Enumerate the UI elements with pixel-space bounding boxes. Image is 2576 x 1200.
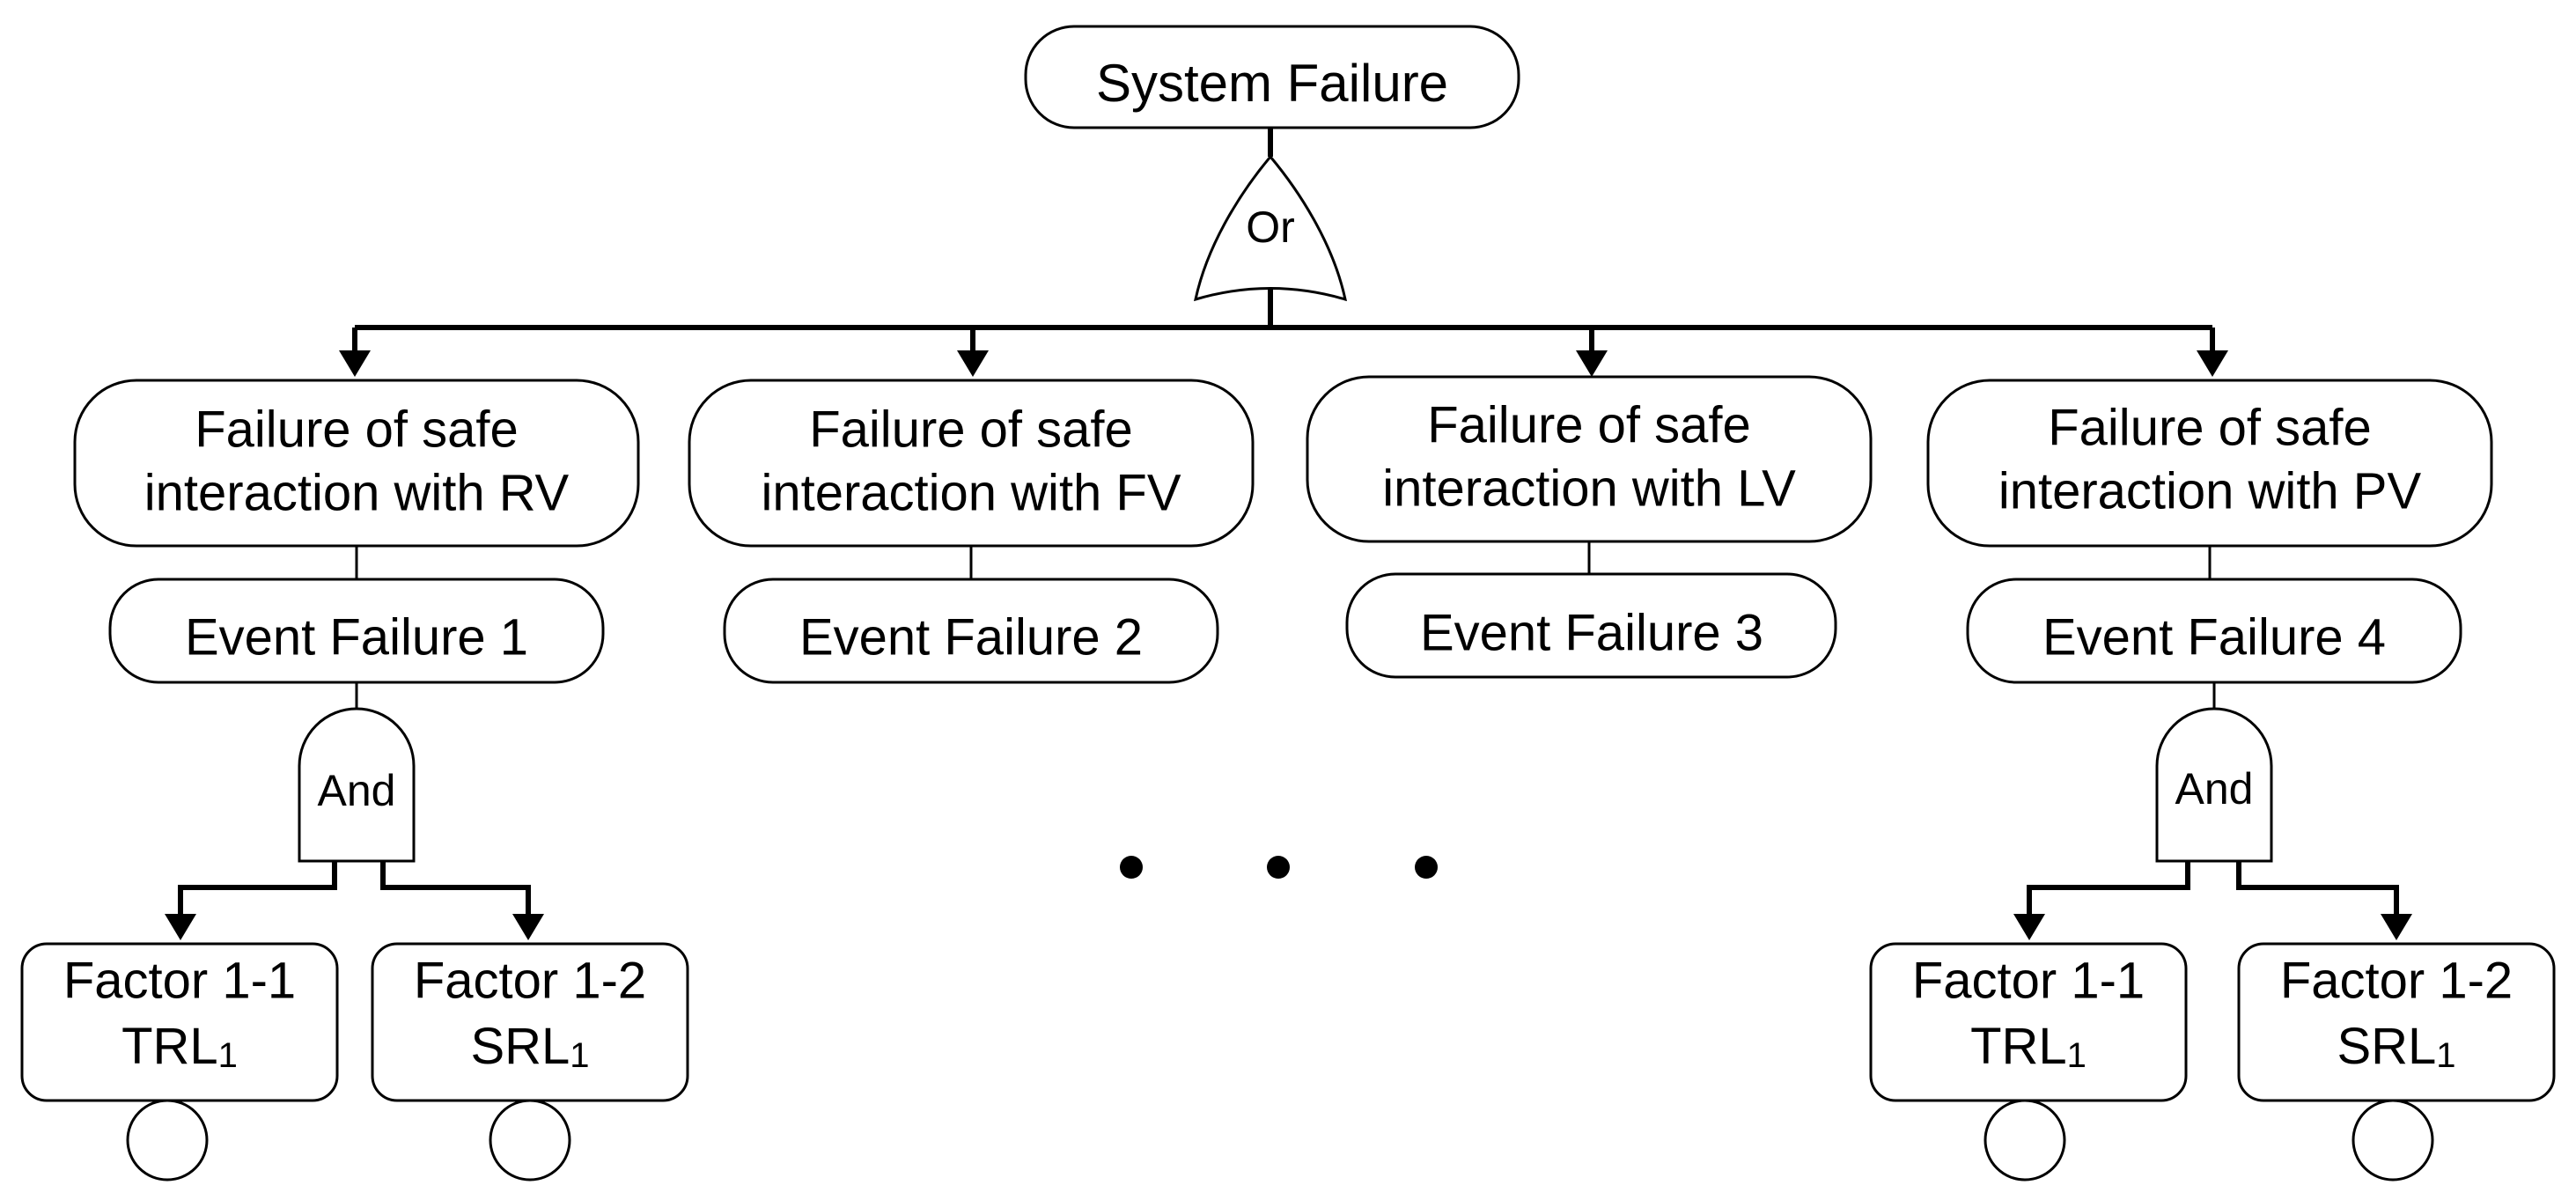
- arrowhead-1: [339, 350, 371, 377]
- connector-and2-right: [2236, 861, 2399, 916]
- or-gate-label: Or: [1246, 202, 1295, 252]
- factor-box-1: Factor 1-1 TRL1: [20, 942, 339, 1102]
- failure-box-line1: Failure of safe: [809, 401, 1133, 458]
- arrowhead-and2-right: [2381, 914, 2412, 940]
- failure-box-line2: interaction with PV: [1998, 462, 2422, 519]
- factor-name: Factor 1-1: [63, 952, 296, 1009]
- event-failure-4: Event Failure 4: [1966, 578, 2462, 684]
- factor-name: Factor 1-2: [414, 952, 646, 1009]
- failure-box-rv: Failure of safe interaction with RV: [73, 379, 640, 548]
- and-gate-label: And: [2175, 764, 2254, 813]
- connectors: [165, 128, 2412, 940]
- failure-box-line1: Failure of safe: [2048, 399, 2372, 456]
- failure-box-line1: Failure of safe: [195, 401, 519, 458]
- connector-and1-left: [178, 861, 337, 916]
- arrowhead-and1-right: [512, 914, 544, 940]
- basic-event-circle: [2352, 1099, 2434, 1182]
- event-failure-label: Event Failure 4: [2042, 608, 2386, 666]
- and-gate-label: And: [318, 766, 396, 815]
- event-failure-label: Event Failure 3: [1420, 604, 1763, 661]
- ellipsis-dot: [1120, 856, 1143, 879]
- and-gate-right: And: [2155, 707, 2273, 863]
- basic-event-circle: [126, 1099, 209, 1182]
- connector-and1-right: [380, 861, 531, 916]
- failure-box-pv: Failure of safe interaction with PV: [1926, 379, 2493, 548]
- top-event-label: System Failure: [1096, 54, 1448, 113]
- factor-box-4: Factor 1-2 SRL1: [2237, 942, 2556, 1102]
- factor-level: TRL1: [121, 1018, 238, 1075]
- event-failure-label: Event Failure 1: [185, 608, 528, 666]
- or-gate: Or: [1194, 154, 1347, 302]
- top-event: System Failure: [1024, 25, 1520, 129]
- failure-box-line2: interaction with LV: [1382, 460, 1796, 517]
- and-gate-left: And: [298, 707, 416, 863]
- arrowhead-4: [2197, 350, 2228, 377]
- arrowhead-and1-left: [165, 914, 196, 940]
- ellipsis-dots: [1120, 856, 1438, 879]
- connector-and2-left: [2027, 861, 2190, 916]
- event-failure-1: Event Failure 1: [108, 578, 605, 684]
- arrowhead-3: [1576, 350, 1608, 377]
- factor-level: TRL1: [1970, 1018, 2087, 1075]
- basic-event-circle: [1984, 1099, 2066, 1182]
- event-failure-label: Event Failure 2: [799, 608, 1143, 666]
- factor-name: Factor 1-1: [1912, 952, 2145, 1009]
- ellipsis-dot: [1415, 856, 1438, 879]
- failure-box-lv: Failure of safe interaction with LV: [1306, 375, 1873, 543]
- failure-box-line2: interaction with RV: [144, 464, 570, 521]
- ellipsis-dot: [1267, 856, 1290, 879]
- failure-box-line2: interaction with FV: [761, 464, 1181, 521]
- factor-level: SRL1: [470, 1018, 589, 1075]
- factor-level: SRL1: [2337, 1018, 2455, 1075]
- event-failure-2: Event Failure 2: [723, 578, 1219, 684]
- arrowhead-and2-left: [2013, 914, 2045, 940]
- arrowhead-2: [957, 350, 989, 377]
- basic-event-circles: [126, 1099, 2434, 1182]
- failure-box-line1: Failure of safe: [1427, 396, 1751, 453]
- basic-event-circle: [489, 1099, 571, 1182]
- factor-name: Factor 1-2: [2280, 952, 2513, 1009]
- factor-box-3: Factor 1-1 TRL1: [1869, 942, 2188, 1102]
- factor-box-2: Factor 1-2 SRL1: [371, 942, 689, 1102]
- event-failure-3: Event Failure 3: [1345, 572, 1837, 679]
- failure-box-fv: Failure of safe interaction with FV: [688, 379, 1255, 548]
